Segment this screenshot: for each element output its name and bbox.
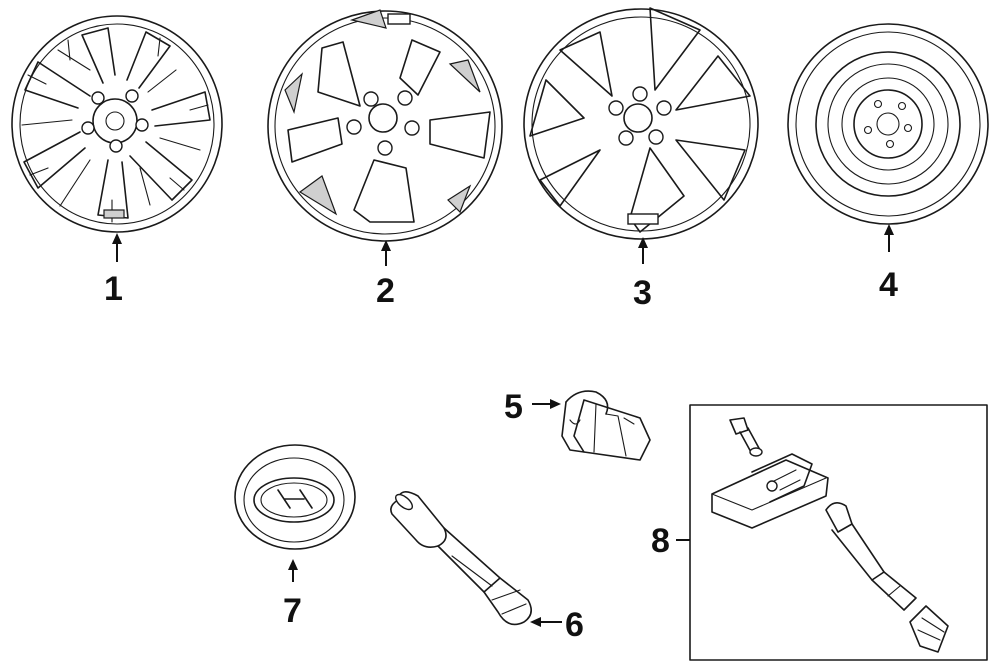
- tpms-sensor-kit-drawing: [676, 404, 988, 661]
- callout-7: 7: [283, 592, 302, 630]
- wheel-3-drawing: [523, 7, 759, 264]
- wheel-1-drawing: [11, 15, 223, 262]
- center-cap-drawing: [234, 444, 356, 582]
- lug-nut-drawing: [532, 390, 651, 461]
- callout-8: 8: [651, 522, 670, 560]
- wheel-4-drawing: [787, 23, 989, 252]
- wheel-2-drawing: [267, 9, 503, 266]
- callout-6: 6: [565, 606, 584, 644]
- callout-5: 5: [504, 388, 523, 426]
- callout-1: 1: [104, 270, 123, 308]
- callout-4: 4: [879, 266, 898, 304]
- callout-3: 3: [633, 274, 652, 312]
- valve-stem-drawing: [390, 491, 562, 627]
- callout-2: 2: [376, 272, 395, 310]
